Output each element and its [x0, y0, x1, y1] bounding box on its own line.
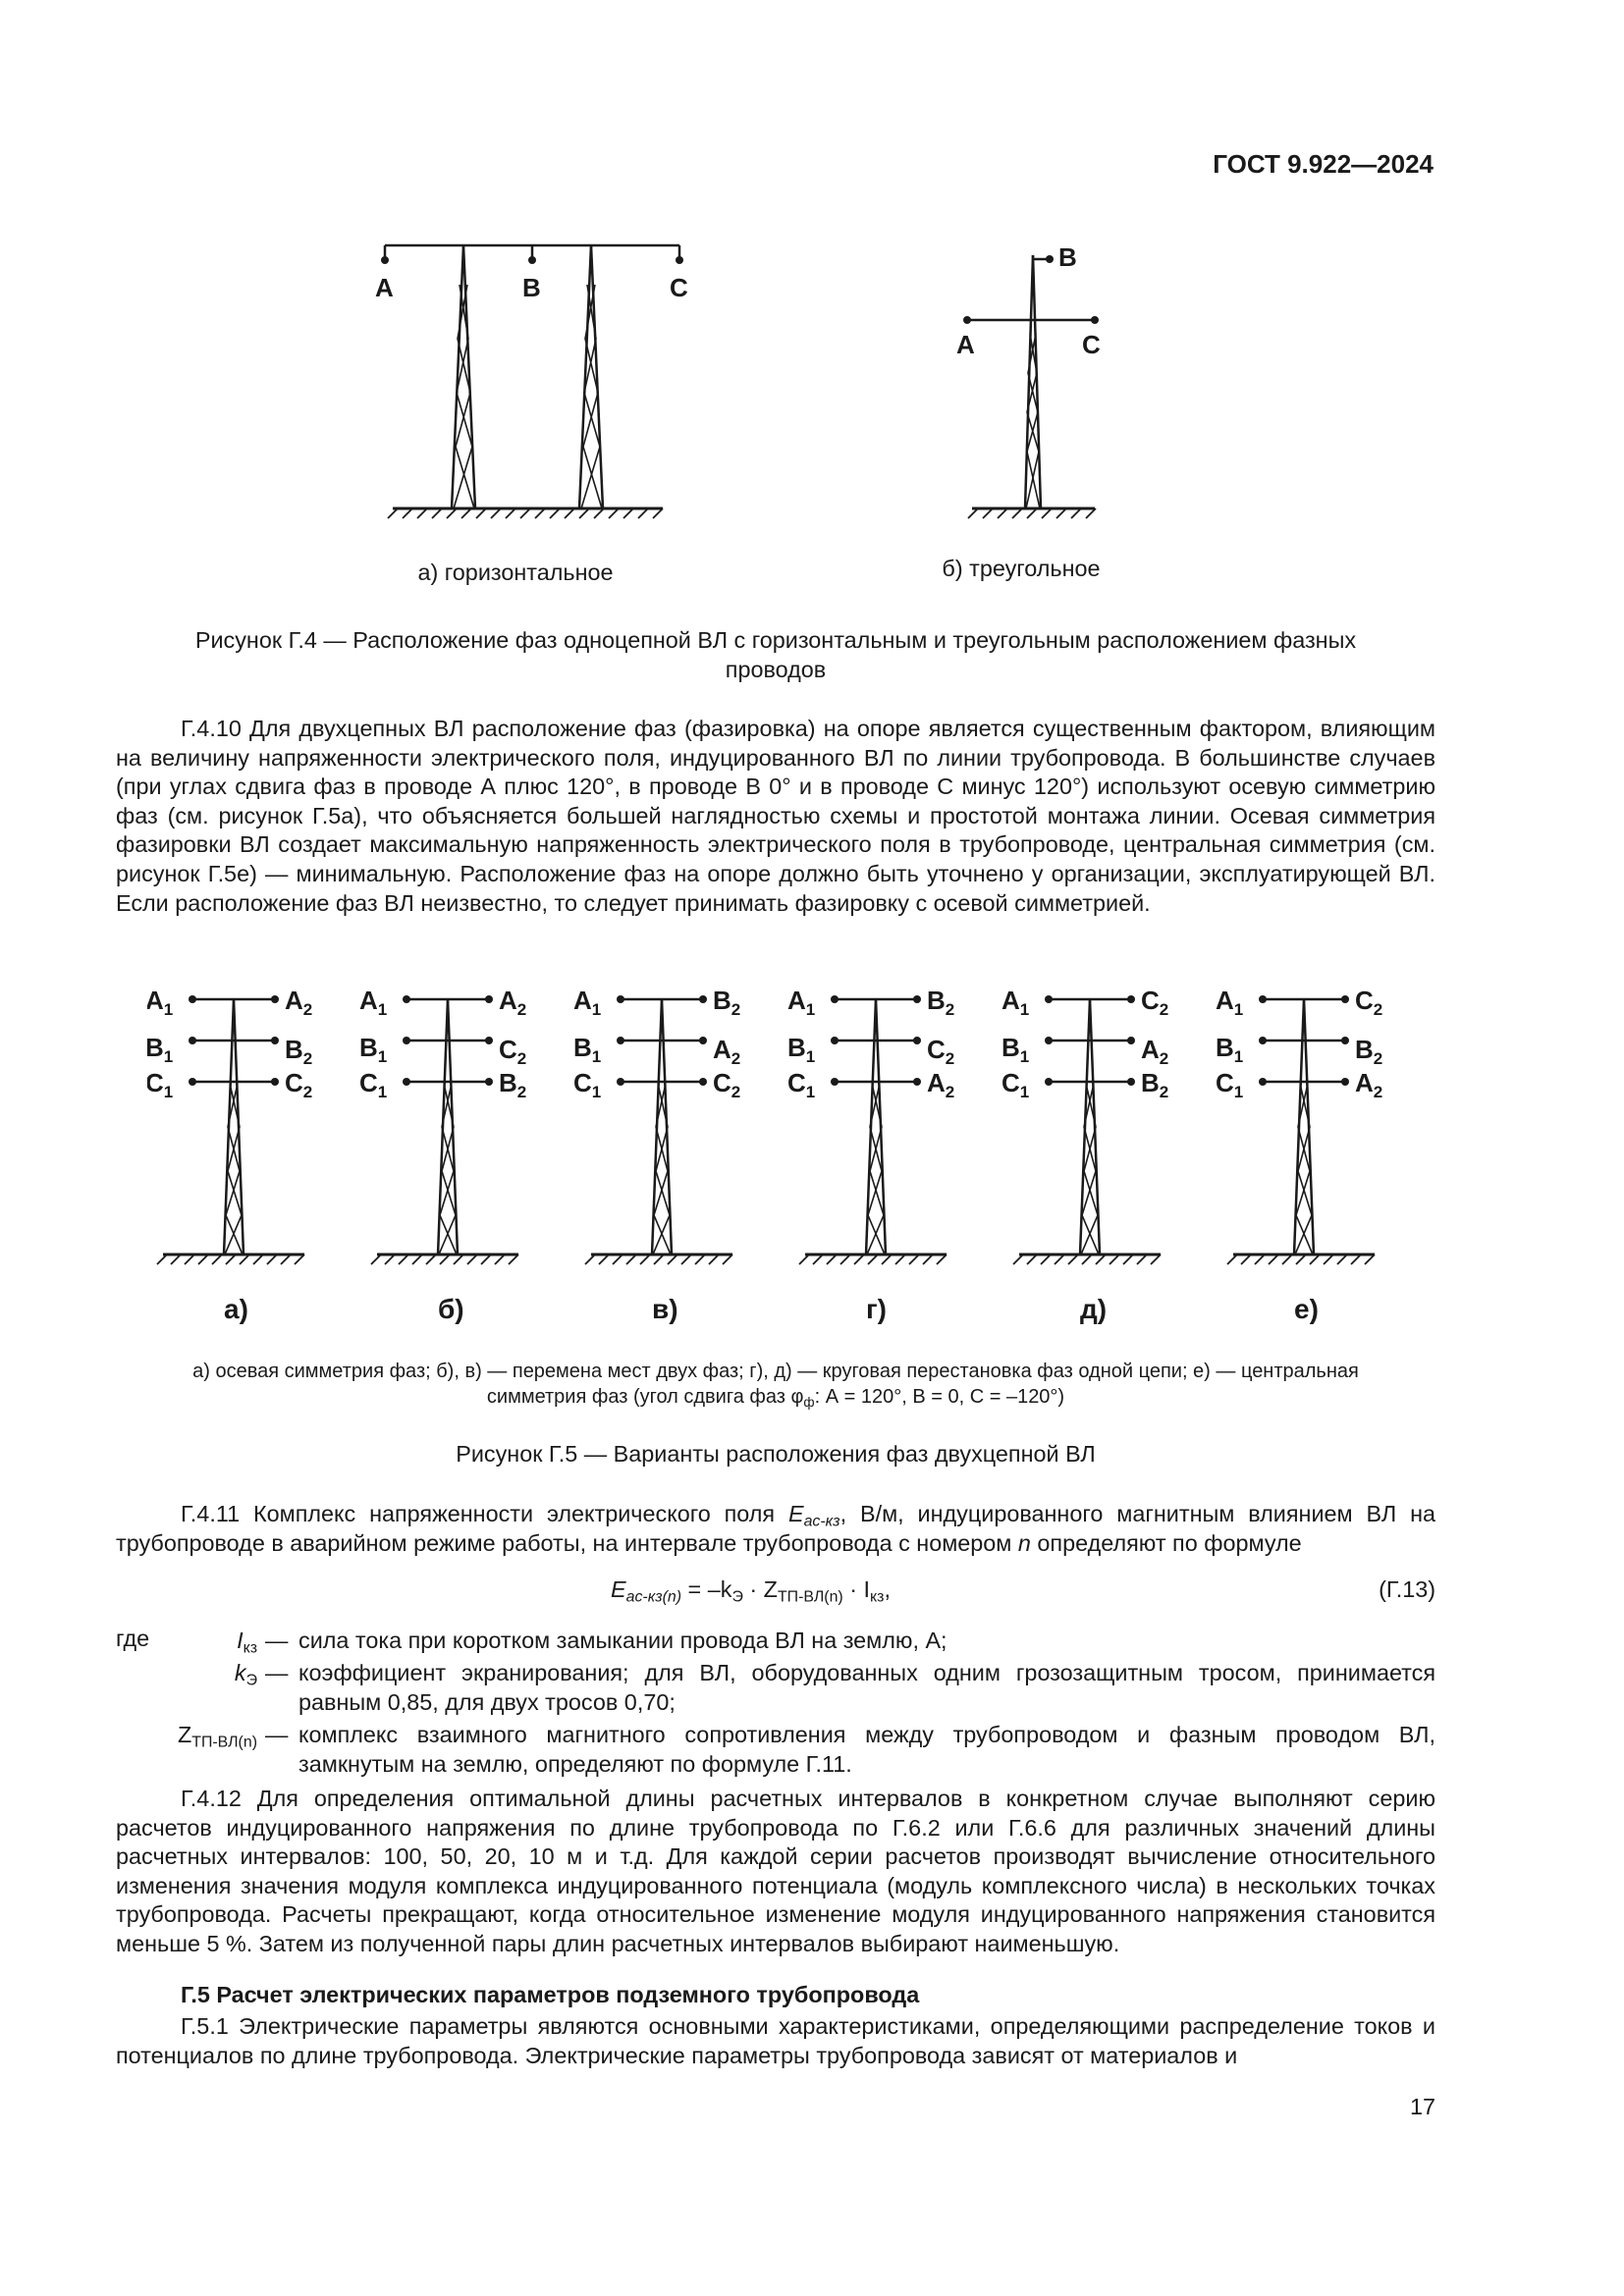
figure-g4-caption: Рисунок Г.4 — Расположение фаз одноцепно…: [194, 627, 1357, 682]
left-phase-label: B1: [1001, 1033, 1029, 1066]
right-phase-label: C2: [1141, 986, 1168, 1019]
tower-sub-caption: г): [866, 1294, 887, 1324]
right-phase-label: B2: [285, 1035, 312, 1068]
legend-definition-ke: коэффициент экранирования; для ВЛ, обору…: [298, 1660, 1435, 1715]
figure-g5-caption: Рисунок Г.5 — Варианты расположения фаз …: [456, 1441, 1096, 1467]
tower-sub-caption: в): [652, 1294, 678, 1324]
paragraph-g4-12: Г.4.12 Для определения оптимальной длины…: [116, 1786, 1435, 1956]
right-phase-label: B2: [1355, 1035, 1382, 1068]
left-phase-label: B1: [573, 1033, 601, 1066]
tower-sub-caption: б): [438, 1294, 464, 1324]
left-phase-label: B1: [1216, 1033, 1243, 1066]
left-phase-label: A1: [1216, 986, 1243, 1019]
legend-dash: —: [265, 1660, 289, 1685]
tower-sub-caption: а): [224, 1294, 248, 1324]
right-phase-label: C2: [1355, 986, 1382, 1019]
figure-g5-note: а) осевая симметрия фаз; б), в) — переме…: [192, 1361, 1359, 1410]
left-phase-label: B1: [147, 1033, 173, 1066]
right-phase-label: B2: [1141, 1068, 1168, 1101]
section-heading-g5: Г.5 Расчет электрических параметров подз…: [181, 1982, 920, 2007]
tower-sub-caption: д): [1080, 1294, 1107, 1324]
formula-number: (Г.13): [1379, 1576, 1435, 1602]
left-phase-label: A1: [787, 986, 815, 1019]
left-phase-label: A1: [573, 986, 601, 1019]
phase-label-b: B: [522, 273, 541, 302]
right-phase-label: A2: [1355, 1068, 1382, 1101]
left-phase-label: B1: [787, 1033, 815, 1066]
legend-dash: —: [265, 1628, 289, 1653]
right-phase-label: C2: [285, 1068, 312, 1101]
phase-label-b-triangular: B: [1058, 242, 1077, 272]
legend-where: где: [116, 1626, 150, 1651]
phase-label-c: C: [670, 273, 688, 302]
left-phase-label: C1: [147, 1068, 173, 1101]
legend-symbol-ztp: ZТП-ВЛ(n): [177, 1722, 257, 1751]
right-phase-label: A2: [499, 986, 526, 1019]
right-phase-label: C2: [499, 1035, 526, 1068]
right-phase-label: C2: [713, 1068, 740, 1101]
figure-g4-subcaption-a: а) горизонтальное: [417, 560, 614, 585]
left-phase-label: C1: [359, 1068, 387, 1101]
paragraph-g5-1: Г.5.1 Электрические параметры являются о…: [116, 2013, 1435, 2068]
page-number: 17: [1409, 2094, 1435, 2119]
left-phase-label: C1: [573, 1068, 601, 1101]
document-header: ГОСТ 9.922—2024: [1213, 149, 1434, 179]
phase-label-a-triangular: A: [956, 330, 975, 359]
right-phase-label: A2: [1141, 1035, 1168, 1068]
right-phase-label: B2: [499, 1068, 526, 1101]
left-phase-label: C1: [1001, 1068, 1029, 1101]
left-phase-label: C1: [1216, 1068, 1243, 1101]
right-phase-label: A2: [927, 1068, 954, 1101]
phase-label-a: A: [375, 273, 394, 302]
left-phase-label: A1: [1001, 986, 1029, 1019]
left-phase-label: A1: [359, 986, 387, 1019]
legend-dash: —: [265, 1722, 289, 1747]
left-phase-label: C1: [787, 1068, 815, 1101]
right-phase-label: B2: [927, 986, 954, 1019]
phase-label-c-triangular: C: [1082, 330, 1101, 359]
left-phase-label: B1: [359, 1033, 387, 1066]
right-phase-label: A2: [713, 1035, 740, 1068]
formula-g13: Eас-кз(n) = –kЭ · ZТП-ВЛ(n) · Iкз,: [611, 1576, 891, 1606]
legend-symbol-ke: kЭ: [234, 1660, 257, 1689]
figure-g4-subcaption-b: б) треугольное: [942, 556, 1101, 581]
left-phase-label: A1: [147, 986, 173, 1019]
paragraph-g4-10: Г.4.10 Для двухцепных ВЛ расположение фа…: [116, 716, 1435, 916]
figure-g4-diagram: A B C B A C: [375, 242, 1101, 519]
right-phase-label: A2: [285, 986, 312, 1019]
legend-symbol-ikz: Iкз: [237, 1628, 257, 1657]
legend-definition-ikz: сила тока при коротком замыкании провода…: [298, 1628, 947, 1653]
paragraph-g4-11: Г.4.11 Комплекс напряженности электричес…: [116, 1501, 1435, 1556]
tower-sub-caption: е): [1294, 1294, 1319, 1324]
legend-definition-ztp: комплекс взаимного магнитного сопротивле…: [298, 1722, 1435, 1777]
right-phase-label: B2: [713, 986, 740, 1019]
right-phase-label: C2: [927, 1035, 954, 1068]
